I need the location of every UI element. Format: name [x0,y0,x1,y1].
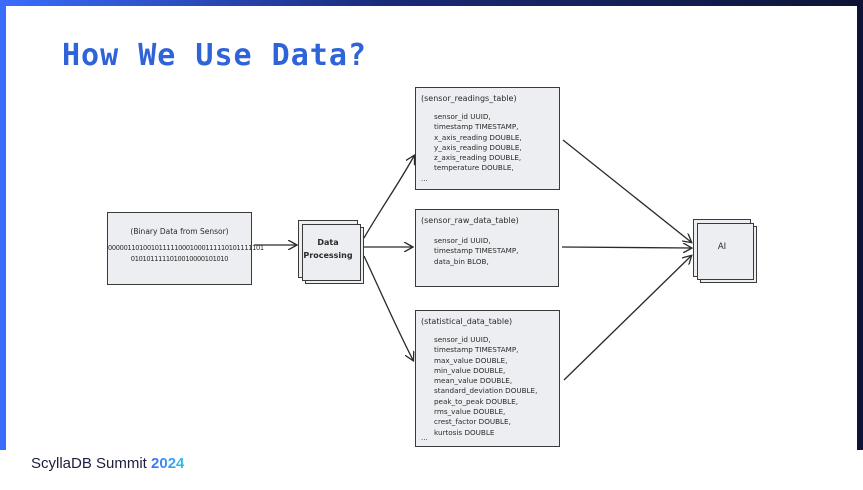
data-processing-box: Data Processing [298,220,364,284]
arrow-statistical-to-ai [563,256,691,381]
table-field: crest_factor DOUBLE, [434,417,511,427]
table-field: peak_to_peak DOUBLE, [434,396,519,406]
table-field: sensor_id UUID, [434,112,491,121]
source-bits-line2: 0101011111010010000101010 [130,255,229,263]
table-name: (sensor_readings_table) [421,94,517,103]
table-field: sensor_id UUID, [434,335,491,344]
table-more: ... [421,175,428,183]
processing-label-line1: Data [317,238,339,247]
brand-year: 2024 [151,455,185,472]
arrow-readings-to-ai [562,139,691,242]
table-field: timestamp TIMESTAMP, [434,122,519,132]
slide-title: How We Use Data? [62,38,367,73]
processing-label-line2: Processing [303,251,353,260]
table-fields: sensor_id UUID, timestamp TIMESTAMP, x_a… [434,112,522,174]
brand-logo: ScyllaDB Summit 2024 [31,455,184,472]
table-field: x_axis_reading DOUBLE, [434,132,522,142]
ai-label: AI [717,242,727,252]
table-field: temperature DOUBLE, [434,163,514,173]
binary-data-source-box: (Binary Data from Sensor) 00000110100101… [107,212,264,285]
table-field: timestamp TIMESTAMP, [434,345,519,355]
table-field: data_bin BLOB, [434,256,489,266]
table-field: z_axis_reading DOUBLE, [434,153,522,163]
table-field: min_value DOUBLE, [434,365,506,375]
table-field: timestamp TIMESTAMP, [434,246,519,256]
table-more: ... [421,434,428,442]
arrow-processing-to-readings [363,156,414,239]
table-field: mean_value DOUBLE, [434,376,513,386]
table-name: (statistical_data_table) [421,317,513,326]
table-field: max_value DOUBLE, [434,355,508,365]
sensor-raw-data-table-box: (sensor_raw_data_table) sensor_id UUID, … [415,209,559,287]
table-field: y_axis_reading DOUBLE, [434,142,522,152]
statistical-data-table-box: (statistical_data_table) sensor_id UUID,… [415,310,560,447]
brand-name: ScyllaDB Summit [31,455,147,472]
ai-box: AI [693,219,757,283]
source-label: (Binary Data from Sensor) [130,227,229,236]
table-fields: sensor_id UUID, timestamp TIMESTAMP, max… [434,335,537,438]
arrow-processing-to-statistical [363,255,413,360]
table-field: kurtosis DOUBLE [434,427,495,437]
table-fields: sensor_id UUID, timestamp TIMESTAMP, dat… [434,236,518,267]
table-field: sensor_id UUID, [434,236,491,245]
table-name: (sensor_raw_data_table) [421,216,519,225]
slide-footer [0,450,863,490]
table-field: rms_value DOUBLE, [434,407,506,417]
table-field: standard_deviation DOUBLE, [434,386,538,396]
sensor-readings-table-box: (sensor_readings_table) sensor_id UUID, … [415,87,560,190]
arrow-raw-to-ai [561,247,691,248]
source-bits-line1: 0000011010010111110001000111110101111101 [108,244,264,252]
